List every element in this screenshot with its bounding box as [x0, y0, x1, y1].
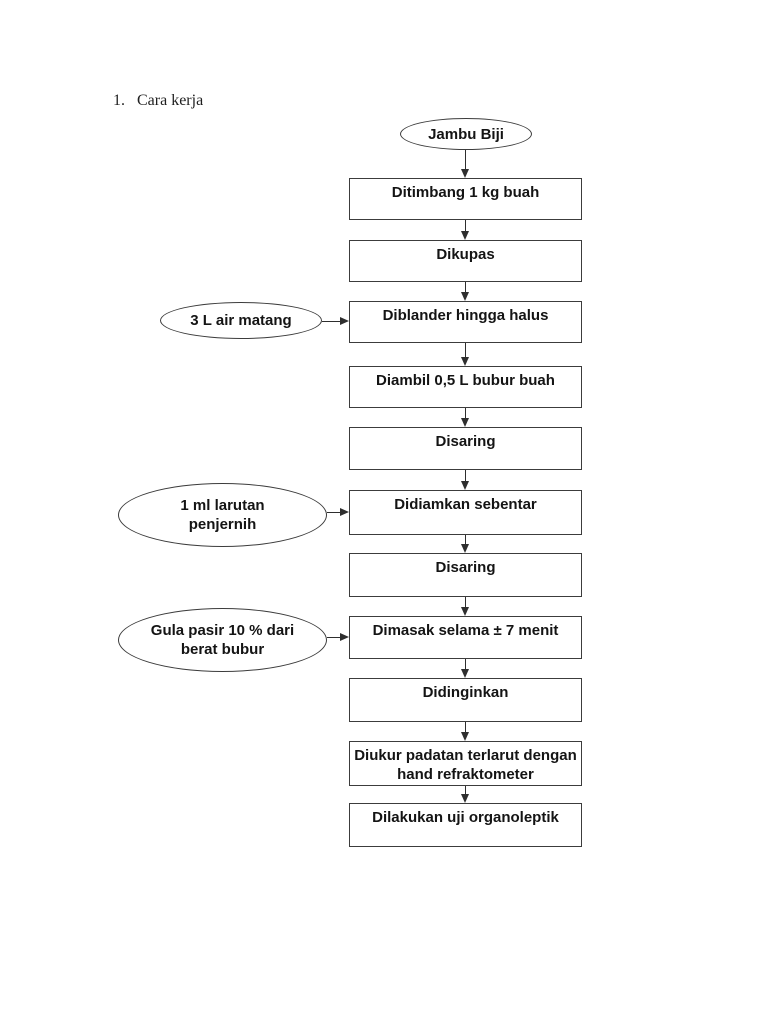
- step-label: Didiamkan sebentar: [394, 496, 537, 513]
- flow-arrow-down-icon: [460, 150, 471, 178]
- step-diblander: Diblander hingga halus: [349, 301, 582, 343]
- flow-arrow-down-icon: [460, 343, 471, 366]
- step-label: Disaring: [435, 559, 496, 576]
- step-label: Diblander hingga halus: [382, 307, 549, 324]
- flow-arrow-down-icon: [460, 597, 471, 616]
- input-label: 1 ml larutan penjernih: [180, 497, 265, 533]
- flow-arrow-down-icon: [460, 659, 471, 678]
- input-arrow-right-icon: [327, 632, 349, 643]
- start-node-label: Jambu Biji: [428, 125, 504, 143]
- flow-arrow-down-icon: [460, 470, 471, 490]
- page-title: 1. Cara kerja: [113, 92, 203, 110]
- step-dikupas: Dikupas: [349, 240, 582, 282]
- step-label: Ditimbang 1 kg buah: [391, 184, 540, 201]
- flow-arrow-down-icon: [460, 786, 471, 803]
- step-disaring-1: Disaring: [349, 427, 582, 470]
- input-air-matang: 3 L air matang: [160, 302, 322, 339]
- flow-arrow-down-icon: [460, 722, 471, 741]
- heading-text: Cara kerja: [137, 92, 204, 109]
- flow-arrow-down-icon: [460, 220, 471, 240]
- step-label: Disaring: [435, 433, 496, 450]
- heading-number: 1.: [113, 92, 125, 109]
- step-disaring-2: Disaring: [349, 553, 582, 597]
- step-label: Diukur padatan terlarut dengan hand refr…: [354, 747, 577, 783]
- step-didinginkan: Didinginkan: [349, 678, 582, 722]
- step-diambil-bubur: Diambil 0,5 L bubur buah: [349, 366, 582, 408]
- input-gula-pasir: Gula pasir 10 % dari berat bubur: [118, 608, 327, 672]
- input-arrow-right-icon: [322, 316, 349, 327]
- step-label: Didinginkan: [422, 684, 509, 701]
- step-label: Diambil 0,5 L bubur buah: [376, 372, 555, 389]
- step-didiamkan: Didiamkan sebentar: [349, 490, 582, 535]
- start-node-jambu-biji: Jambu Biji: [400, 118, 532, 150]
- input-arrow-right-icon: [327, 507, 349, 518]
- input-larutan-penjernih: 1 ml larutan penjernih: [118, 483, 327, 547]
- step-uji-organoleptik: Dilakukan uji organoleptik: [349, 803, 582, 847]
- step-label: Dikupas: [436, 246, 495, 263]
- step-label: Dimasak selama ± 7 menit: [372, 622, 559, 639]
- flow-arrow-down-icon: [460, 408, 471, 427]
- step-label: Dilakukan uji organoleptik: [372, 809, 559, 826]
- step-diukur-padatan: Diukur padatan terlarut dengan hand refr…: [349, 741, 582, 786]
- flow-arrow-down-icon: [460, 282, 471, 301]
- flow-arrow-down-icon: [460, 535, 471, 553]
- step-dimasak: Dimasak selama ± 7 menit: [349, 616, 582, 659]
- input-label: Gula pasir 10 % dari berat bubur: [150, 622, 295, 658]
- step-ditimbang: Ditimbang 1 kg buah: [349, 178, 582, 220]
- input-label: 3 L air matang: [190, 312, 292, 329]
